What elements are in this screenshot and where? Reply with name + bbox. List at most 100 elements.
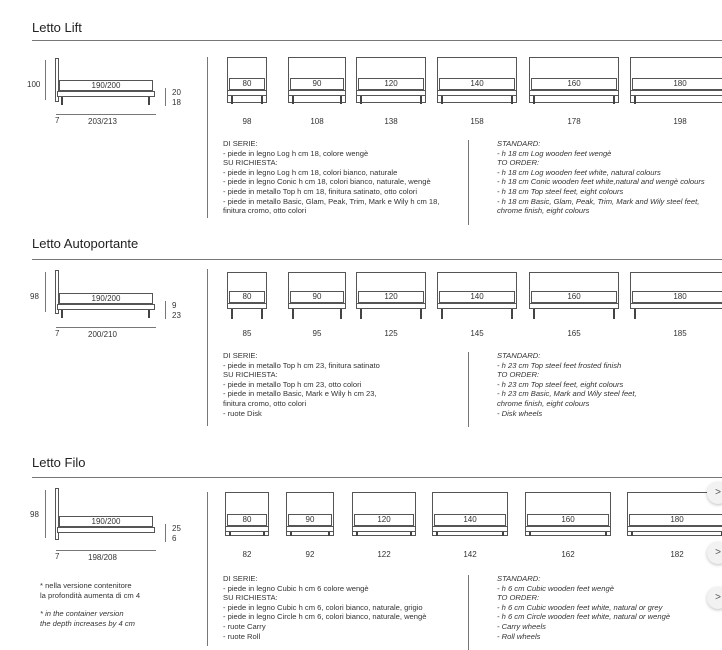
section-title: Letto Filo [32,455,86,470]
foot-offset-label: 7 [55,329,60,338]
bed-leg-right [261,96,263,104]
bed-width-label: 145 [470,329,484,338]
bed-leg-left [634,309,636,319]
bed-mattress: 80 [229,291,265,303]
bed-width-label: 85 [242,329,252,338]
base-height-bottom-label: 23 [172,311,181,320]
note-it-line: DI SERIE: [223,139,258,148]
side-nav-button[interactable]: > [707,482,722,504]
note-en-line: - h 18 cm Log wooden feet wengè [497,148,612,158]
notes-separator [468,575,469,650]
side-leg-front [61,97,63,105]
note-en-line: - h 23 cm Top steel feet, eight colours [497,379,624,389]
bed-leg-left [360,309,362,319]
bed-mattress: 120 [354,514,414,526]
bed-mattress: 160 [531,291,617,303]
note-en-line: - Carry wheels [497,622,546,631]
depth-label: 200/210 [88,330,117,339]
bed-leg-left [533,96,535,104]
headboard [55,58,59,102]
bed-base [227,303,267,309]
bed-base [352,526,416,532]
note-it-line: - piede in legno Circle h cm 6, colori b… [223,612,427,622]
bed-base [627,526,722,532]
bed-leg-left [292,309,294,319]
bed-width-label: 95 [312,329,322,338]
bed-width-label: 185 [673,329,687,338]
bed-base [286,526,334,532]
side-leg-back [148,310,150,318]
section-divider [32,477,722,478]
foot-offset-label: 7 [55,116,60,125]
note-en-line: TO ORDER: [497,370,540,380]
note-en-line: - h 18 cm Conic wooden feet white,natura… [497,177,705,187]
bed-base [437,303,517,309]
section-separator [207,492,208,646]
note-it-line: - piede in metallo Top h cm 23, otto col… [223,379,362,389]
bed-width-label: 162 [561,550,575,559]
bed-leg-left [356,532,358,536]
bed-base [529,90,619,96]
note-it-line: SU RICHIESTA: [223,370,278,380]
bed-base [525,526,611,532]
bed-base [356,303,426,309]
bed-leg-right [613,96,615,104]
bed-leg-right [340,96,342,104]
bed-width-label: 198 [673,117,687,126]
base-height-bottom-label: 6 [172,534,177,543]
note-en-line: - h 18 cm Log wooden feet white, natural… [497,167,661,177]
base-height-top-label: 20 [172,88,181,97]
bed-mattress: 140 [434,514,506,526]
bed-leg-right [502,532,504,536]
bed-mattress: 160 [531,78,617,90]
foot-offset-label: 7 [55,552,60,561]
note-it-line: - piede in legno Cubic h cm 6, colori bi… [223,602,423,612]
bed-mattress: 140 [439,78,515,90]
base-height-top-label: 25 [172,524,181,533]
bed-width-label: 178 [567,117,581,126]
bed-leg-left [436,532,438,536]
height-dimension-line [45,60,46,100]
note-en-line: STANDARD: [497,574,541,583]
note-it-line: - piede in legno Log h cm 18, colore wen… [223,148,369,158]
base-height-bottom-label: 18 [172,98,181,107]
note-it-line: - ruote Carry [223,622,266,631]
side-nav-button[interactable]: > [707,587,722,609]
note-en-line: - h 6 cm Cubic wooden feet white, natura… [497,602,663,612]
note-en-line: - h 6 cm Circle wooden feet white, natur… [497,612,671,622]
bed-mattress: 180 [632,78,722,90]
base-height-bracket [165,301,166,319]
height-label: 98 [30,510,39,519]
note-it-line: SU RICHIESTA: [223,158,278,168]
height-dimension-line [45,490,46,538]
bed-width-label: 182 [670,550,684,559]
note-en-line: chrome finish, eight colours [497,399,590,408]
depth-dimension-line [56,327,156,328]
side-leg-back [148,97,150,105]
footnote-en-line: the depth increases by 4 cm [40,618,135,628]
bed-leg-right [511,96,513,104]
side-mattress: 190/200 [59,516,153,527]
note-en-line: - h 18 cm Basic, Glam, Peak, Trim, Mark … [497,196,700,206]
bed-leg-right [420,96,422,104]
bed-mattress: 140 [439,291,515,303]
bed-leg-left [231,96,233,104]
bed-leg-right [420,309,422,319]
side-nav-button[interactable]: > [707,542,722,564]
bed-width-label: 82 [242,550,252,559]
height-label: 98 [30,292,39,301]
bed-mattress: 180 [632,291,722,303]
bed-mattress: 90 [290,78,344,90]
bed-leg-right [410,532,412,536]
section-separator [207,57,208,218]
footnote-it-line: * nella versione contenitore [40,581,132,590]
bed-base [227,90,267,96]
bed-base [432,526,508,532]
notes-separator [468,140,469,225]
bed-leg-left [634,96,636,104]
bed-mattress: 90 [290,291,344,303]
note-it-line: DI SERIE: [223,351,258,360]
bed-leg-right [340,309,342,319]
bed-leg-right [511,309,513,319]
bed-leg-left [441,309,443,319]
